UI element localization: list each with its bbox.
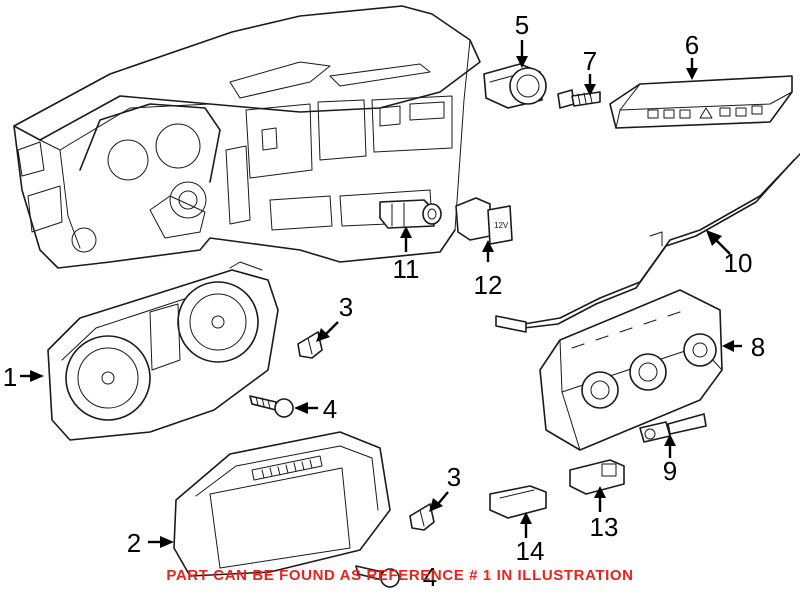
callout-9: 9 [663,456,677,486]
part-4-screw-lower [355,565,400,588]
dashboard-overview [13,5,481,269]
callout-7: 7 [583,46,597,76]
leader-arrows [20,40,742,548]
socket-12v-label: 12V [494,221,509,230]
part-9-sensor [639,413,707,443]
callout-5: 5 [515,10,529,40]
part-3-clip-lower [409,503,435,531]
part-13-switch [569,459,625,495]
part-6-switch-panel [609,75,793,129]
callout-3-upper: 3 [339,292,353,322]
callout-4-lower: 4 [423,562,437,592]
callout-1: 1 [3,362,17,392]
callout-labels: 5 7 6 11 12 10 8 9 13 14 1 2 3 4 3 4 [3,10,765,592]
part-3-clip-upper [297,331,323,359]
callout-6: 6 [685,30,699,60]
callout-2: 2 [127,528,141,558]
part-8-climate-control [539,289,723,451]
part-4-screw-upper [249,395,294,418]
callout-13: 13 [590,512,619,542]
part-7-screw [557,89,601,109]
callout-14: 14 [516,536,545,566]
part-11-socket [379,199,442,229]
part-14-switch [489,485,547,519]
callout-8: 8 [751,332,765,362]
callout-3-lower: 3 [447,462,461,492]
callout-11: 11 [393,254,420,284]
part-2-digital-cluster [173,431,391,577]
part-10-cable [495,153,800,333]
callout-12: 12 [474,270,503,300]
callout-10: 10 [724,248,753,278]
reference-note: PART CAN BE FOUND AS REFERENCE # 1 IN IL… [166,567,634,584]
part-12-12v-socket: 12V [455,197,513,245]
part-1-instrument-cluster [47,261,279,441]
part-5-switch [483,63,547,109]
callout-4-upper: 4 [323,394,337,424]
